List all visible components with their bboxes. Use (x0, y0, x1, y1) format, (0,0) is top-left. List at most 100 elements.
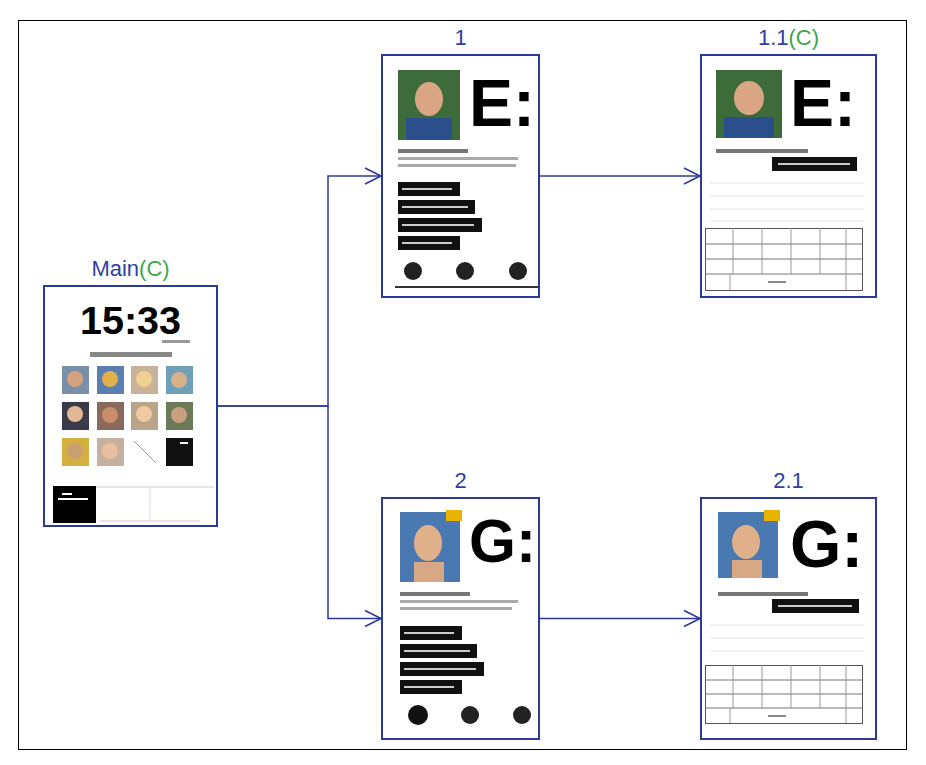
screen-2-art (400, 680, 462, 694)
contact-photo (136, 406, 152, 422)
contact-photo (166, 402, 193, 430)
main-screen-art (58, 498, 88, 500)
screen-2-1-art (732, 560, 762, 578)
screen-1-art (398, 70, 460, 140)
contact-photo (131, 402, 158, 430)
screen-box: 2.1G: (700, 497, 877, 740)
contact-photo (171, 407, 187, 423)
flow-arrow (540, 175, 700, 177)
screen-2-1-art (710, 638, 865, 639)
contact-letter: E: (469, 70, 535, 136)
screen-2-1-art (768, 715, 786, 717)
contact-photo (97, 402, 124, 430)
screen-1-1-art (705, 244, 862, 245)
screen-2-1-art (718, 512, 778, 578)
screen-box: 1.1(C)E: (700, 54, 877, 298)
contact-photo (67, 443, 83, 459)
screen-1-art (398, 164, 516, 167)
screen-1-1-art (710, 221, 865, 222)
clock-text: 15:33 (45, 301, 216, 341)
screen-1-art (402, 242, 452, 244)
screen-2-1-art (730, 708, 731, 723)
main-screen-art (90, 352, 172, 357)
contact-photo (180, 442, 188, 444)
screen-tag: (C) (789, 25, 820, 50)
screen-2-art (400, 512, 460, 582)
screen-2-art (400, 644, 477, 658)
screen-number: 2.1 (773, 468, 804, 493)
contact-photo (67, 406, 83, 422)
screen-1-art (395, 70, 538, 287)
screen-2-1-art (772, 599, 859, 613)
screen-2-1-art (732, 525, 760, 559)
screen-2-art (404, 650, 470, 652)
screen-2-art (400, 600, 518, 603)
screen-2-1-art (778, 605, 852, 607)
screen-1-1-art (724, 117, 774, 138)
screen-2-art (408, 705, 428, 725)
screen-2-art (414, 525, 442, 561)
contact-photo (102, 371, 118, 387)
screen-1-art (415, 82, 443, 116)
screen-1-1-art (710, 183, 865, 184)
screen-2-art (400, 662, 484, 676)
screen-1-art (509, 262, 527, 280)
screen-1-1-art (716, 149, 808, 153)
screen-1-art (402, 188, 452, 190)
screen-1-1-art (820, 228, 821, 274)
screen-2-1-art (820, 665, 821, 708)
screen-box: 2G: (381, 497, 540, 740)
contact-letter: G: (790, 511, 863, 577)
screen-1-1-art (733, 228, 734, 274)
screen-2-art (404, 686, 454, 688)
flow-arrow (218, 176, 381, 406)
contact-photo (171, 372, 187, 388)
screen-1-1-art (705, 259, 862, 260)
screen-1-art (402, 206, 468, 208)
screen-2-1-art (705, 680, 862, 681)
screen-1-art (395, 286, 538, 288)
screen-2-1-art (718, 592, 808, 596)
screen-1-art (398, 157, 518, 160)
screen-1-art (398, 218, 482, 232)
screen-1-art (398, 182, 460, 196)
screen-number: 1.1 (758, 25, 789, 50)
contact-photo (102, 443, 118, 459)
screen-2-1-art (706, 666, 863, 724)
screen-1-art (456, 262, 474, 280)
contact-photo (134, 441, 156, 463)
screen-heading: 1.1(C) (662, 25, 915, 51)
main-screen-art (96, 487, 214, 488)
screen-2-art (400, 607, 512, 610)
screen-2-art (400, 626, 462, 640)
screen-1-art (404, 262, 422, 280)
screen-1-1-art (734, 81, 764, 115)
screen-2-1-art (705, 708, 862, 709)
screen-1-1-art (710, 196, 865, 197)
screen-heading: Main(C) (5, 256, 256, 282)
screen-box: 1E: (381, 54, 540, 298)
contact-photo (97, 438, 124, 466)
screen-1-1-art (706, 229, 863, 291)
main-screen-art (53, 486, 96, 523)
screen-1-1-art (705, 70, 865, 291)
screen-2-art (414, 562, 444, 582)
screen-1-art (406, 118, 452, 140)
contact-photo (102, 407, 118, 423)
screen-number: 1 (454, 25, 466, 50)
screen-2-1-art (710, 625, 865, 626)
screen-1-art (398, 149, 468, 153)
screen-2-1-art (705, 694, 862, 695)
contact-photo (166, 366, 193, 394)
main-screen-art (100, 521, 200, 522)
flow-arrow (540, 618, 700, 620)
screen-2-art (513, 706, 531, 724)
screen-heading: 2 (343, 468, 578, 494)
screen-number: Main (91, 256, 139, 281)
screen-2-art (404, 668, 476, 670)
contact-letter: G: (469, 511, 536, 571)
screen-1-1-art (791, 228, 792, 274)
